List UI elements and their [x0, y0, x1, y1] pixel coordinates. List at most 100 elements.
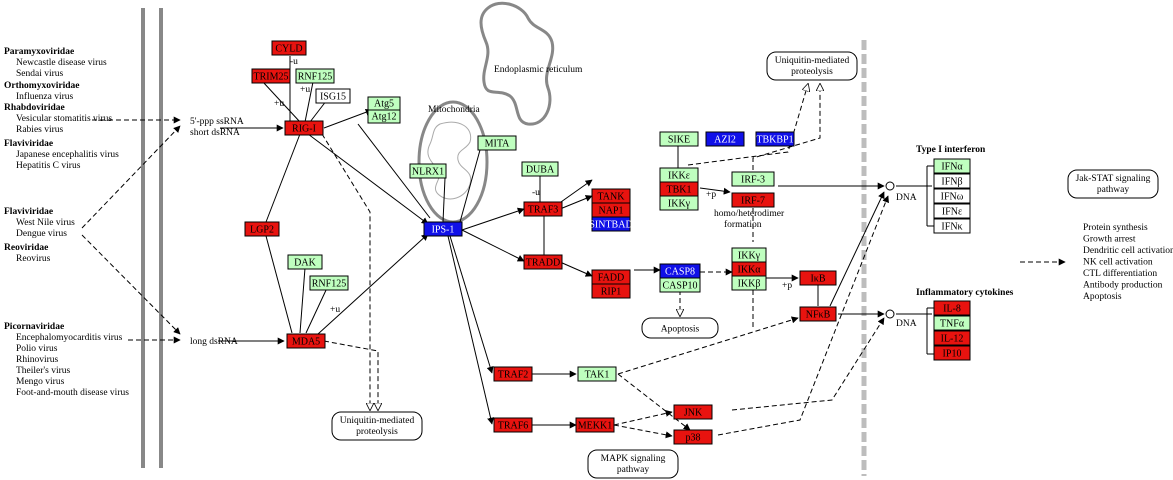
virus-name: Sendai virus — [16, 69, 64, 79]
node-tank[interactable]: TANK — [591, 188, 631, 204]
node-rnf125-a[interactable]: RNF125 — [295, 68, 335, 84]
node-box — [933, 173, 971, 189]
node-ikke[interactable]: IKKε — [659, 167, 699, 183]
node-il12[interactable]: IL-12 — [933, 330, 971, 346]
node-box — [799, 270, 837, 286]
node-fadd[interactable]: FADD — [591, 269, 631, 285]
node-box — [477, 135, 517, 151]
node-label: MITA — [485, 139, 511, 150]
node-isg15[interactable]: ISG15 — [315, 88, 351, 104]
node-dak[interactable]: DAK — [287, 254, 323, 270]
node-box — [933, 158, 971, 174]
virus-name: Japanese encephalitis virus — [16, 150, 119, 160]
pathway-apoptosis[interactable]: Apoptosis — [641, 317, 719, 339]
node-traf2[interactable]: TRAF2 — [493, 366, 533, 382]
node-ips1[interactable]: IPS-1 — [423, 221, 463, 237]
node-ikkb[interactable]: IKKβ — [731, 275, 767, 291]
node-sintbad[interactable]: SINTBAD — [589, 216, 633, 232]
node-trim25[interactable]: TRIM25 — [251, 68, 291, 84]
virus-name: West Nile virus — [16, 218, 75, 228]
node-il8[interactable]: IL-8 — [933, 300, 971, 316]
node-ifnb[interactable]: IFNβ — [933, 173, 971, 189]
node-box — [577, 366, 617, 382]
node-traf3[interactable]: TRAF3 — [523, 201, 563, 217]
node-rnf125-b[interactable]: RNF125 — [309, 275, 349, 291]
label-homo-1: homo/heterodimer — [714, 209, 785, 219]
node-jnk[interactable]: JNK — [673, 404, 713, 420]
node-atg12[interactable]: Atg12 — [367, 109, 401, 124]
node-label: Atg5 — [374, 99, 394, 110]
node-p38[interactable]: p38 — [673, 429, 713, 445]
family-name: Picornaviridae — [4, 322, 64, 332]
virus-name: Dengue virus — [16, 229, 67, 239]
node-cyld[interactable]: CYLD — [271, 40, 307, 56]
node-ip10[interactable]: IP10 — [933, 345, 971, 361]
node-sike[interactable]: SIKE — [659, 131, 699, 147]
node-ifna[interactable]: IFNα — [933, 158, 971, 174]
node-label: SINTBAD — [589, 220, 632, 231]
node-tbk1[interactable]: TBK1 — [659, 181, 699, 197]
node-traf6[interactable]: TRAF6 — [493, 417, 533, 433]
virus-name: Rhinovirus — [16, 355, 59, 365]
label-minus-u-2: -u — [532, 188, 540, 198]
node-label: TANK — [598, 192, 626, 203]
node-label: DUBA — [526, 165, 555, 176]
node-box — [591, 216, 631, 232]
node-label: TRAF6 — [498, 421, 529, 432]
node-tnfa[interactable]: TNFα — [933, 315, 971, 331]
node-label: TAK1 — [585, 370, 610, 381]
node-casp8[interactable]: CASP8 — [659, 263, 701, 279]
node-box — [933, 315, 971, 331]
node-ikka[interactable]: IKKα — [731, 261, 767, 277]
pathway-label: proteolysis — [356, 427, 398, 437]
node-box — [933, 218, 971, 234]
label-plus-u-1: +u — [274, 99, 284, 109]
label-ssrna-1: 5'-ppp ssRNA — [190, 117, 244, 127]
node-irf7[interactable]: IRF-7 — [731, 192, 775, 208]
node-rigi[interactable]: RIG-I — [284, 120, 324, 136]
label-long: long dsRNA — [190, 337, 238, 347]
pathway-box — [331, 411, 423, 441]
node-rip1[interactable]: RIP1 — [591, 283, 631, 299]
node-ikkg-b[interactable]: IKKγ — [731, 247, 767, 263]
node-tak1[interactable]: TAK1 — [577, 366, 617, 382]
pathway-label: Jak-STAT signaling — [1076, 174, 1151, 184]
node-ikb[interactable]: IκB — [799, 270, 837, 286]
node-azi2[interactable]: AZI2 — [705, 131, 745, 147]
node-nap1[interactable]: NAP1 — [591, 202, 631, 218]
node-atg5[interactable]: Atg5 — [367, 96, 401, 111]
node-label: IL-12 — [941, 334, 964, 345]
node-box — [367, 109, 401, 124]
virus-name: Mengo virus — [16, 377, 65, 387]
node-mekk1[interactable]: MEKK1 — [575, 417, 615, 433]
node-ifnw[interactable]: IFNω — [933, 188, 971, 204]
pathway-box — [766, 51, 858, 81]
node-box — [315, 88, 351, 104]
node-irf3[interactable]: IRF-3 — [731, 171, 775, 187]
pathway-box — [587, 449, 679, 479]
node-tradd[interactable]: TRADD — [523, 254, 563, 270]
node-label: TRIM25 — [254, 72, 289, 83]
node-mda5[interactable]: MDA5 — [286, 333, 326, 349]
label-plus-p-1: +p — [706, 190, 716, 200]
node-casp10[interactable]: CASP10 — [659, 277, 701, 293]
pathway-label: pathway — [1097, 185, 1129, 195]
node-duba[interactable]: DUBA — [521, 161, 559, 177]
node-ifnk[interactable]: IFNκ — [933, 218, 971, 234]
node-lgp2[interactable]: LGP2 — [244, 221, 280, 237]
pathway-label: Uniquitin-mediated — [775, 56, 850, 66]
node-mita[interactable]: MITA — [477, 135, 517, 151]
node-label: CASP8 — [665, 267, 695, 278]
node-nlrx1[interactable]: NLRX1 — [409, 163, 447, 179]
node-ifne[interactable]: IFNε — [933, 203, 971, 219]
label-plus-p-2: +p — [782, 281, 792, 291]
node-tbkbp1[interactable]: TBKBP1 — [755, 131, 795, 147]
node-ikkg-a[interactable]: IKKγ — [659, 195, 699, 211]
node-nfkb[interactable]: NFκB — [799, 306, 837, 322]
node-label: IRF-7 — [741, 196, 765, 207]
